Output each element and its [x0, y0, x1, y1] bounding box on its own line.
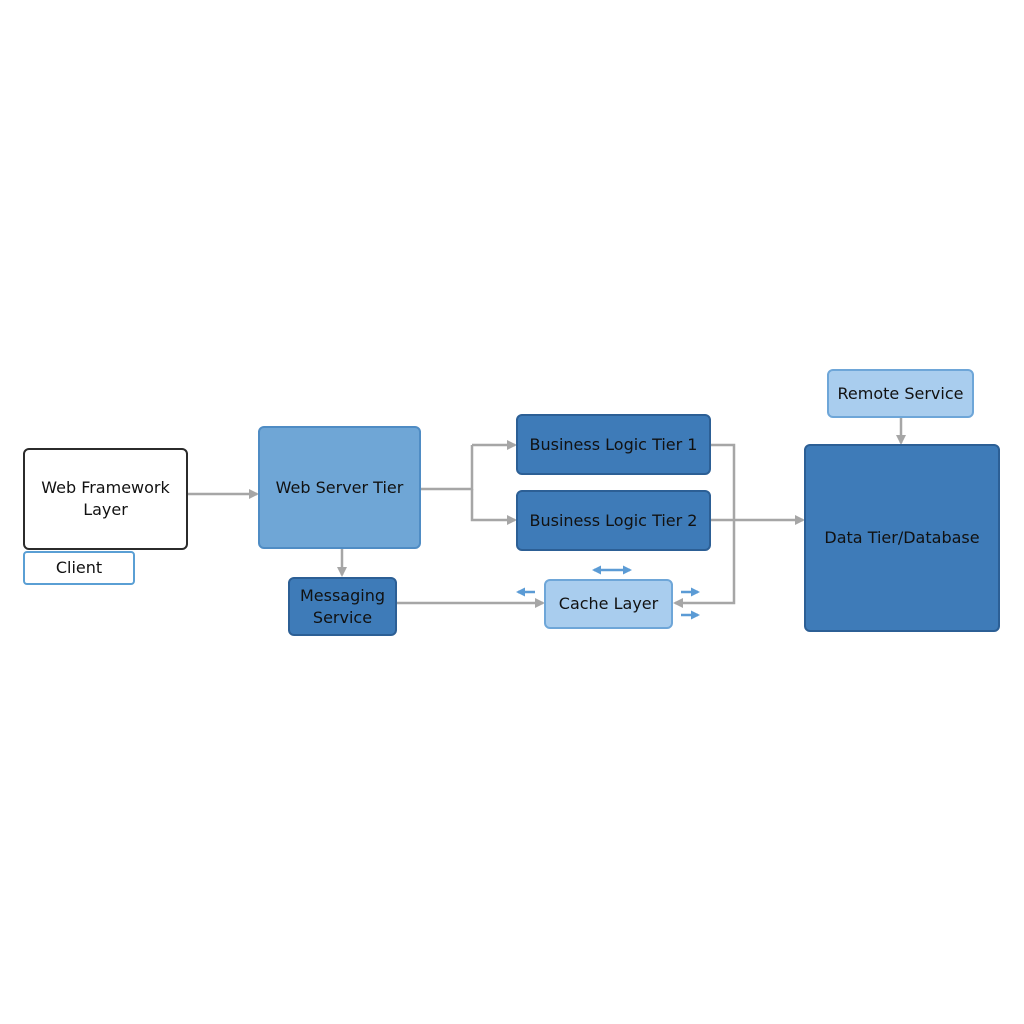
cache-layer-label: Cache Layer	[558, 594, 659, 613]
edge-webserver-to-logic-2	[470, 489, 517, 525]
web-framework-label: Web Framework Layer	[41, 478, 170, 519]
remote-service-node[interactable]: Remote Service	[827, 369, 974, 418]
edge-logic1-to-cache	[673, 443, 736, 608]
business-logic-1-label: Business Logic Tier 1	[529, 434, 698, 454]
business-logic-2-label: Business Logic Tier 2	[529, 510, 698, 530]
client-node[interactable]: Client	[23, 551, 135, 585]
remote-service-label: Remote Service	[837, 383, 964, 403]
business-logic-1-node[interactable]: Business Logic Tier 1	[516, 414, 711, 475]
edge-webserver-to-logic-trunk	[421, 445, 474, 491]
web-server-label: Web Server Tier	[275, 477, 404, 497]
client-label: Client	[55, 558, 103, 577]
data-tier-node[interactable]: Data Tier/Database	[804, 444, 1000, 632]
business-logic-2-node[interactable]: Business Logic Tier 2	[516, 490, 711, 551]
data-tier-label: Data Tier/Database	[824, 528, 980, 547]
web-server-node[interactable]: Web Server Tier	[258, 426, 421, 549]
messaging-service-node[interactable]: Messaging Service	[288, 577, 397, 636]
messaging-service-label: Messaging Service	[299, 585, 386, 627]
cache-layer-node[interactable]: Cache Layer	[544, 579, 673, 629]
web-framework-node[interactable]: Web Framework Layer	[23, 448, 188, 550]
